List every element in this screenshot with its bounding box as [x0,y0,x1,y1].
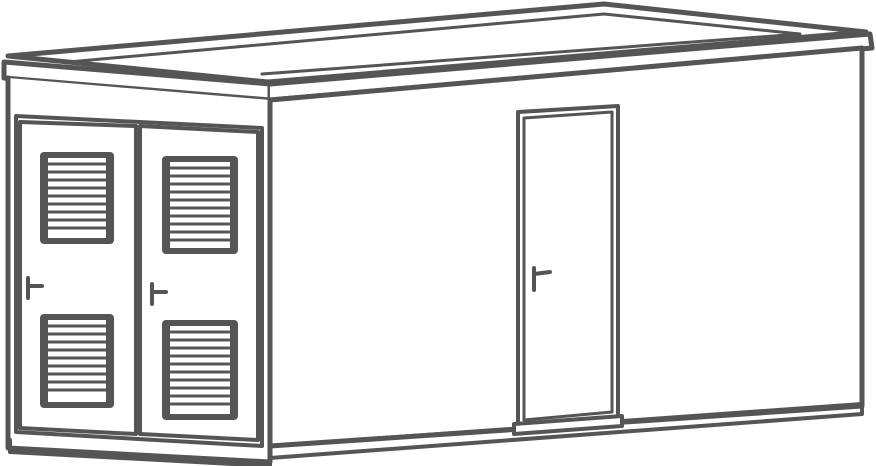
left-door-upper-louver [40,152,114,244]
end-wall-door-frame [14,114,264,448]
lever-handle-icon[interactable] [26,276,44,300]
side-door-inner-edge [522,110,614,422]
lever-handle-icon[interactable] [150,282,168,306]
right-door[interactable] [138,124,260,442]
left-door-lower-louver [40,314,114,408]
louver-slats [168,330,232,406]
louver-slats [168,166,232,242]
left-door[interactable] [18,120,138,436]
louver-slats [46,162,108,230]
right-door-upper-louver [162,156,238,254]
roof [1,1,875,103]
door-frame-outline [14,114,264,448]
side-door-frame [516,104,620,428]
side-door-threshold [512,414,624,436]
louver-slats [46,324,108,392]
right-door-lower-louver [162,320,238,420]
roof-inner-edge [66,12,802,76]
side-door[interactable] [512,104,624,436]
lever-handle-icon[interactable] [532,266,552,292]
